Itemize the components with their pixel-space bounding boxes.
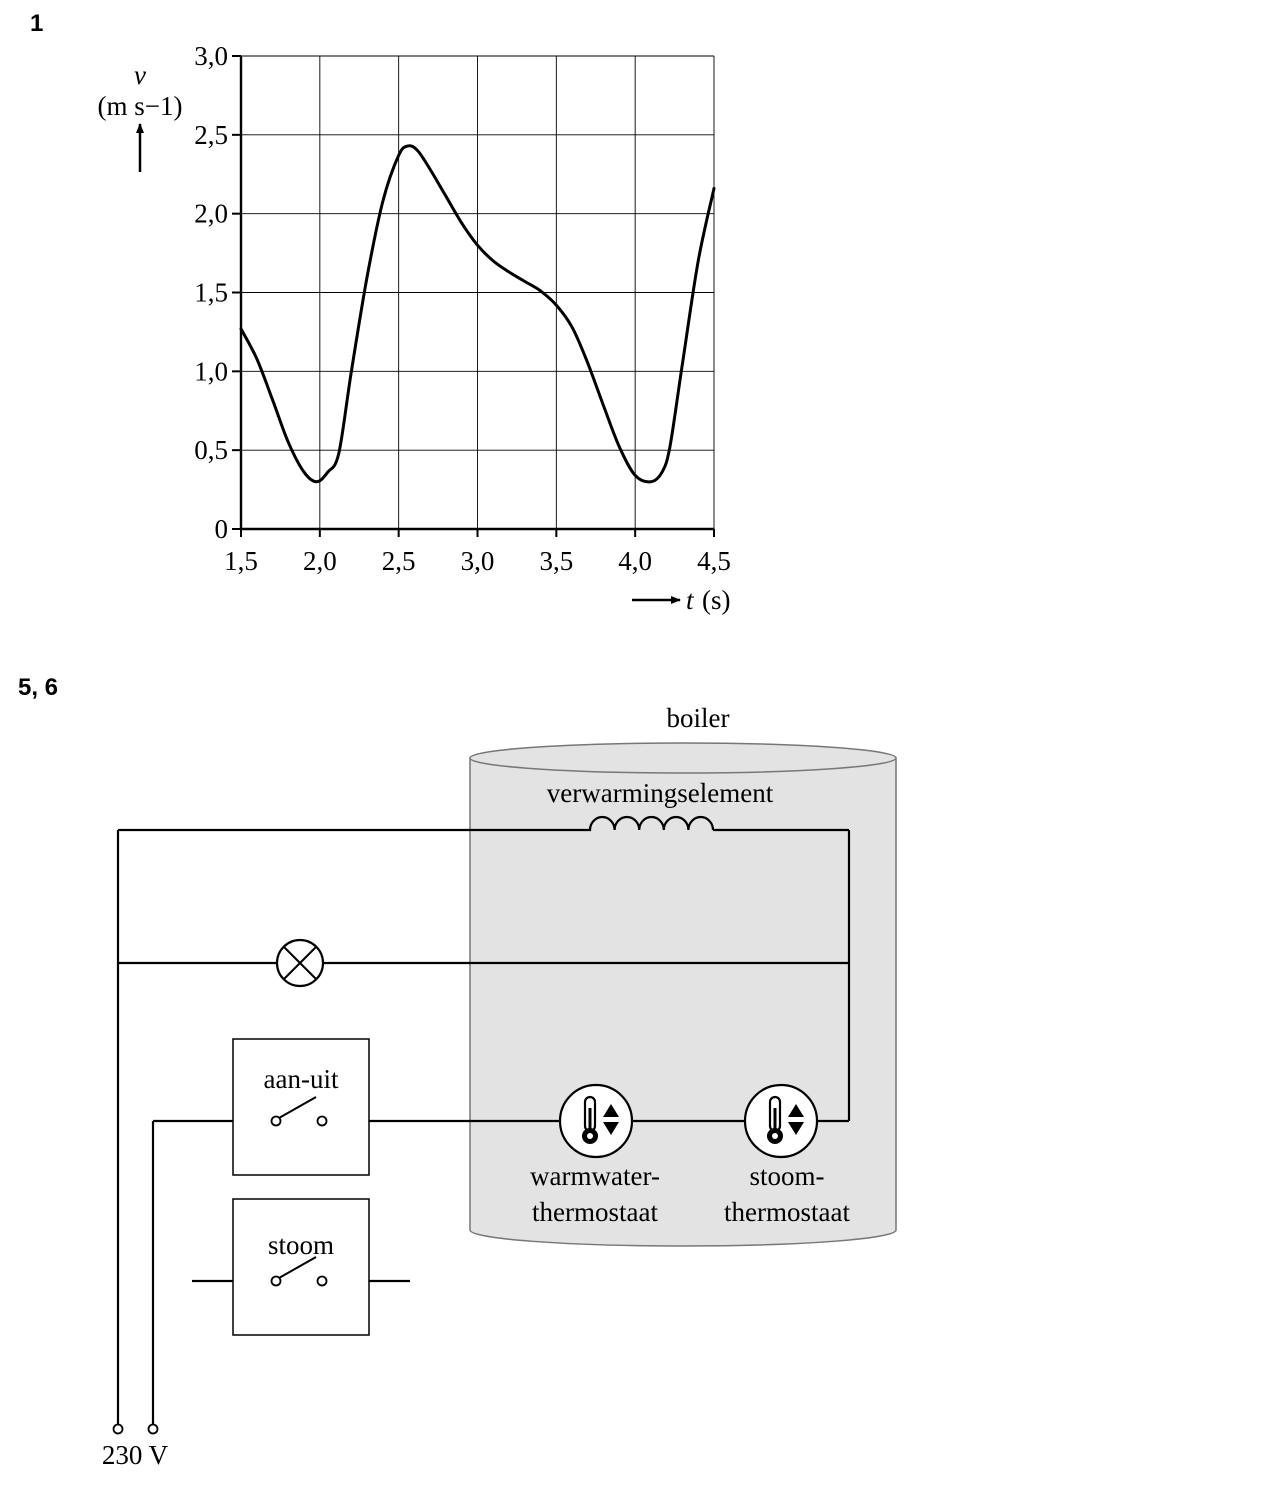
chart-axes	[239, 56, 714, 531]
thermostat-steam-label-1: stoom-	[749, 1161, 824, 1191]
heating-element-label: verwarmingselement	[547, 778, 774, 808]
chart-grid	[241, 55, 715, 529]
velocity-time-chart: 1,5 2,0 2,5 3,0 3,5 4,0 4,5 0 0,5 1,0 1,5 2,0 2,5 3,…	[98, 41, 731, 615]
lamp-symbol	[275, 938, 325, 988]
power-switch: aan-uit	[232, 1038, 370, 1176]
supply-voltage-label: 230 V	[102, 1440, 169, 1470]
y-tick-label: 0	[215, 514, 229, 544]
x-tick-label: 2,0	[303, 546, 337, 576]
x-tick-label: 4,0	[618, 546, 652, 576]
x-tick-labels: 1,5 2,0 2,5 3,0 3,5 4,0 4,5	[224, 529, 731, 576]
x-tick-label: 3,5	[539, 546, 573, 576]
thermostat-steam: stoom- thermostaat	[724, 1083, 850, 1227]
y-tick-label: 2,5	[194, 120, 228, 150]
boiler-label: boiler	[667, 703, 730, 733]
supply-terminals: 230 V	[102, 1423, 169, 1470]
y-axis-symbol: v	[134, 60, 146, 90]
y-tick-labels: 0 0,5 1,0 1,5 2,0 2,5 3,0	[194, 41, 241, 544]
thermostat-steam-label-2: thermostaat	[724, 1197, 850, 1227]
thermometer-icon	[582, 1095, 598, 1144]
thermostat-warm-water-label-2: thermostaat	[532, 1197, 658, 1227]
velocity-curve	[239, 144, 716, 484]
heating-element-coil	[588, 815, 715, 832]
steam-switch: stoom	[232, 1198, 370, 1336]
boiler-top	[469, 742, 897, 774]
thermostat-warm-water-label-1: warmwater-	[530, 1161, 660, 1191]
up-down-arrows-icon	[788, 1104, 804, 1135]
y-axis-unit: (m s−1)	[98, 91, 183, 121]
x-tick-label: 3,0	[461, 546, 495, 576]
figure-number-circuit: 5, 6	[18, 674, 59, 701]
steam-switch-label: stoom	[268, 1230, 334, 1260]
x-axis-unit: (s)	[702, 585, 731, 615]
x-tick-label: 2,5	[382, 546, 416, 576]
power-switch-label: aan-uit	[264, 1064, 339, 1094]
y-tick-label: 3,0	[194, 41, 228, 71]
up-down-arrows-icon	[603, 1104, 619, 1135]
figure-number-graph: 1	[30, 10, 44, 37]
x-axis-symbol: t	[686, 585, 695, 615]
power-switch-box	[232, 1038, 370, 1176]
y-tick-label: 0,5	[194, 435, 228, 465]
y-tick-label: 2,0	[194, 199, 228, 229]
y-tick-label: 1,0	[194, 356, 228, 386]
thermostat-warm-water: warmwater- thermostaat	[530, 1083, 660, 1227]
steam-switch-box	[232, 1198, 370, 1336]
boiler-circuit-diagram: boiler verwarmingselement	[102, 703, 897, 1470]
thermometer-icon	[767, 1095, 783, 1144]
x-tick-label: 4,5	[697, 546, 731, 576]
x-tick-label: 1,5	[224, 546, 258, 576]
y-tick-label: 1,5	[194, 278, 228, 308]
